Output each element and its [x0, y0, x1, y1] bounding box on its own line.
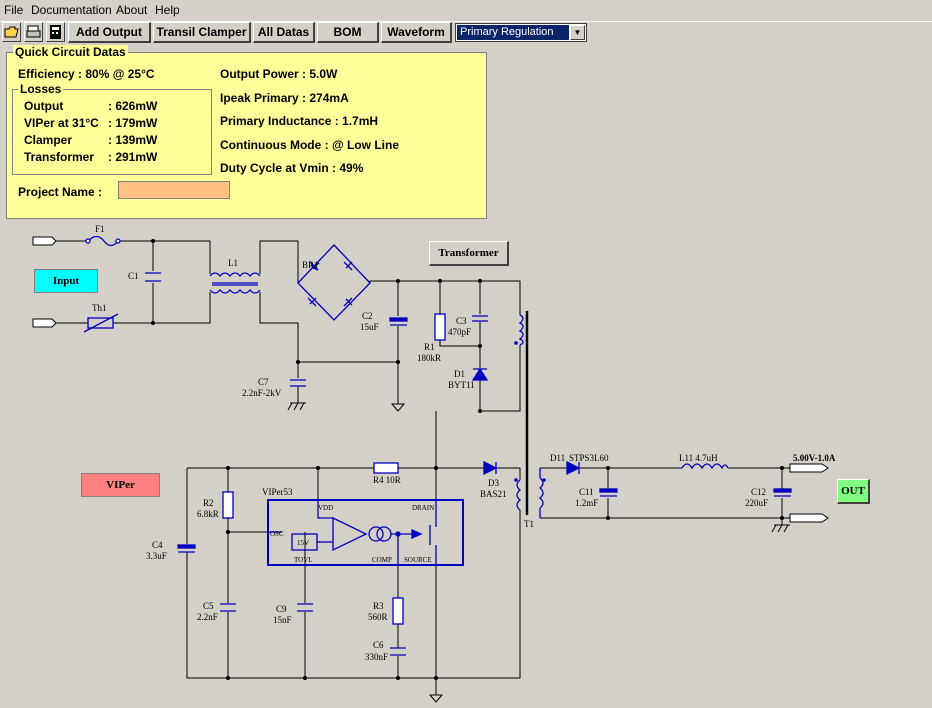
r1-value: 180kR	[417, 353, 441, 363]
loss-label: Output	[24, 99, 64, 113]
loss-label: VIPer at 31°C	[24, 116, 99, 130]
ic-name-label: VIPer53	[262, 487, 293, 497]
transformer-button[interactable]: Transformer	[429, 241, 509, 266]
c9-label: C9	[276, 604, 287, 614]
quick-data-title: Quick Circuit Datas	[13, 45, 128, 59]
output-rating-label: 5.00V-1.0A	[793, 453, 836, 463]
bom-button[interactable]: BOM	[317, 22, 379, 43]
open-folder-icon[interactable]	[2, 22, 21, 42]
all-datas-button[interactable]: All Datas	[253, 22, 315, 43]
losses-group	[12, 89, 212, 175]
chevron-down-icon[interactable]: ▼	[570, 25, 585, 40]
loss-value: : 626mW	[108, 99, 158, 113]
components	[83, 235, 792, 656]
efficiency-text: Efficiency : 80% @ 25°C	[18, 67, 155, 81]
ic-vdd-label: VDD	[318, 504, 333, 512]
d3-value: BAS21	[480, 489, 507, 499]
r3-value: 560R	[368, 612, 388, 622]
c7-value: 2.2nF-2kV	[242, 388, 282, 398]
c2-label: C2	[362, 311, 373, 321]
c12-label: C12	[751, 487, 766, 497]
menu-help[interactable]: Help	[155, 3, 180, 17]
c6-value: 330nF	[365, 652, 388, 662]
ic-comp-label: COMP	[372, 556, 392, 564]
l1-label: L1	[228, 258, 238, 268]
t1-label: T1	[524, 519, 534, 529]
losses-title: Losses	[18, 82, 64, 96]
print-icon[interactable]	[24, 22, 43, 42]
f1-label: F1	[95, 224, 105, 234]
c5-label: C5	[203, 601, 214, 611]
viper-button[interactable]: VIPer	[81, 473, 160, 497]
menu-about[interactable]: About	[116, 3, 148, 17]
c4-value: 3.3uF	[146, 551, 167, 561]
loss-label: Transformer	[24, 150, 95, 164]
ic-drain-label: DRAIN	[412, 504, 434, 512]
l11-label: L11 4.7uH	[679, 453, 718, 463]
add-output-button[interactable]: Add Output	[68, 22, 151, 43]
c2-value: 15uF	[360, 322, 379, 332]
c11-label: C11	[579, 487, 594, 497]
br1-label: BR1	[302, 260, 319, 270]
menu-file[interactable]: File	[4, 3, 24, 17]
calculator-icon[interactable]	[46, 22, 65, 42]
th1-label: Th1	[92, 303, 107, 313]
r1-label: R1	[424, 342, 435, 352]
waveform-button[interactable]: Waveform	[381, 22, 452, 43]
input-button[interactable]: Input	[34, 269, 98, 293]
loss-value: : 139mW	[108, 133, 158, 147]
d1-value: BYT11	[448, 380, 475, 390]
menu-documentation[interactable]: Documentation	[31, 3, 112, 17]
continuous-mode-text: Continuous Mode : @ Low Line	[220, 138, 400, 152]
ipeak-primary-text: Ipeak Primary : 274mA	[220, 91, 349, 105]
d11-value: STPS3L60	[569, 453, 609, 463]
c12-value: 220uF	[745, 498, 768, 508]
ic-source-label: SOURCE	[404, 556, 432, 564]
primary-inductance-text: Primary Inductance : 1.7mH	[220, 114, 379, 128]
d11-label: D11	[550, 453, 565, 463]
c7-label: C7	[258, 377, 269, 387]
c1-label: C1	[128, 271, 139, 281]
junction-dots	[151, 239, 784, 680]
r4-label: R4 10R	[373, 475, 401, 485]
wires	[56, 240, 790, 695]
menu-bar: File Documentation About Help	[0, 0, 932, 20]
loss-value: : 291mW	[108, 150, 158, 164]
output-power-text: Output Power : 5.0W	[220, 67, 338, 81]
r3-label: R3	[373, 601, 384, 611]
r2-label: R2	[203, 498, 214, 508]
loss-value: : 179mW	[108, 116, 158, 130]
c3-value: 470pF	[448, 327, 471, 337]
ic-osc-label: OSC	[270, 530, 284, 538]
c3-label: C3	[456, 316, 467, 326]
c11-value: 1.2mF	[575, 498, 598, 508]
project-name-input[interactable]	[118, 181, 230, 199]
ground-symbols	[287, 402, 790, 703]
regulation-select[interactable]: Primary Regulation ▼	[455, 23, 587, 42]
loss-label: Clamper	[24, 133, 73, 147]
ic-tovl-label: TOVL	[294, 556, 313, 564]
transil-clamper-button[interactable]: Transil Clamper	[153, 22, 251, 43]
c5-value: 2.2nF	[197, 612, 218, 622]
project-name-label: Project Name :	[18, 185, 103, 199]
ic-15v-label: 15V	[297, 539, 309, 547]
d1-label: D1	[454, 369, 465, 379]
c4-label: C4	[152, 540, 163, 550]
c9-value: 15nF	[273, 615, 292, 625]
duty-cycle-text: Duty Cycle at Vmin : 49%	[220, 161, 364, 175]
d3-label: D3	[488, 478, 499, 488]
c6-label: C6	[373, 640, 384, 650]
r2-value: 6.8kR	[197, 509, 219, 519]
out-button[interactable]: OUT	[837, 479, 870, 504]
regulation-select-value: Primary Regulation	[457, 25, 569, 40]
winding-dots	[514, 341, 546, 482]
